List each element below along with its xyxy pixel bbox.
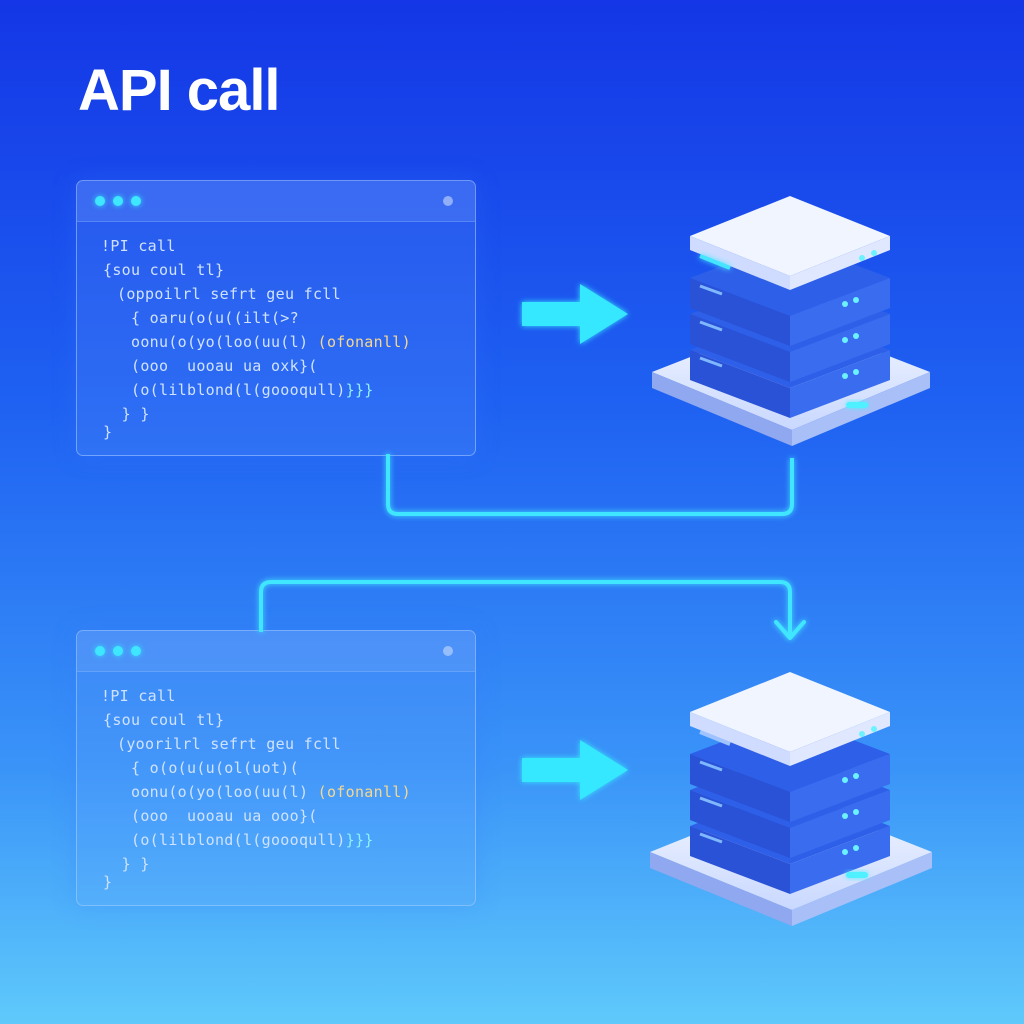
code-line: } } [103, 855, 150, 873]
code-line: (ooo uooau ua oxk}( [131, 357, 318, 375]
window-dot-icon [131, 646, 141, 656]
server-stack-icon [652, 196, 930, 446]
connector-line-bottom [259, 580, 792, 636]
code-line: } [103, 873, 113, 891]
code-line: (oppoilrl sefrt geu fcll [117, 285, 341, 303]
code-line: { o(o(u(u(ol(uot)( [131, 759, 299, 777]
diagram-title: API call [78, 58, 281, 123]
code-line: { oaru(o(u((ilt(>? [131, 309, 299, 327]
code-line: (yoorilrl sefrt geu fcll [117, 735, 341, 753]
code-line: } [103, 423, 113, 441]
code-window-top: !PI call {sou coul tl} (oppoilrl sefrt g… [76, 180, 476, 456]
window-menu-dot-icon [443, 196, 453, 206]
code-line: oonu(o(yo(loo(uu(l) (ofonanll) [131, 783, 411, 801]
code-line: {sou coul tl} [103, 711, 225, 729]
code-line: oonu(o(yo(loo(uu(l) (ofonanll) [131, 333, 411, 351]
window-dot-icon [131, 196, 141, 206]
arrow-right-icon [522, 284, 628, 344]
window-dot-icon [95, 646, 105, 656]
window-title-bar [77, 631, 475, 672]
code-line: (o(lilblond(l(goooqull)}}} [131, 831, 374, 849]
code-line: } } [103, 405, 150, 423]
code-line: (o(lilblond(l(goooqull)}}} [131, 381, 374, 399]
window-dot-icon [95, 196, 105, 206]
window-menu-dot-icon [443, 646, 453, 656]
arrow-right-icon [522, 740, 628, 800]
code-line: !PI call [101, 687, 176, 705]
window-dot-icon [113, 646, 123, 656]
arrowhead-down-icon [774, 620, 806, 640]
code-line: !PI call [101, 237, 176, 255]
window-dot-icon [113, 196, 123, 206]
server-stack-icon [650, 672, 932, 926]
code-line: (ooo uooau ua ooo}( [131, 807, 318, 825]
code-line: {sou coul tl} [103, 261, 225, 279]
code-window-bottom: !PI call {sou coul tl} (yoorilrl sefrt g… [76, 630, 476, 906]
connector-line-top [386, 454, 794, 516]
window-title-bar [77, 181, 475, 222]
